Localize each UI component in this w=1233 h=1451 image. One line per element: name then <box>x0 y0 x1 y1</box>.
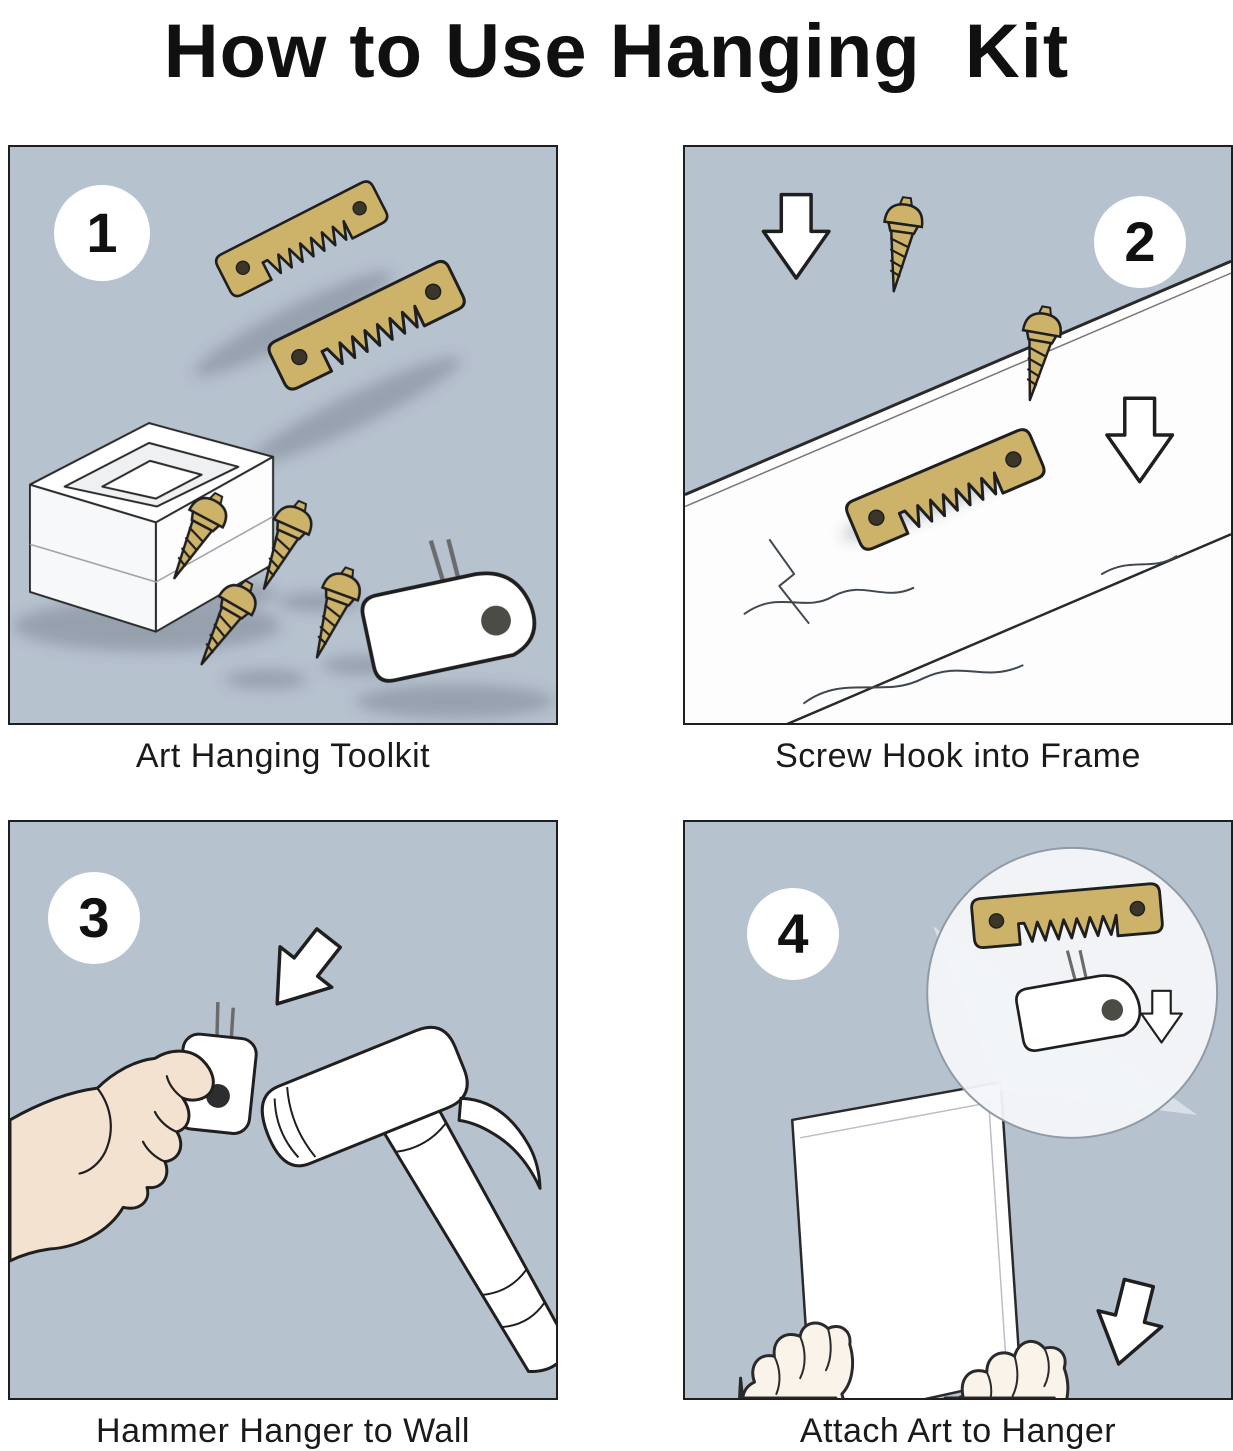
step-panel-2: 2 Screw Hook into Frame <box>683 145 1233 776</box>
left-hand-illustration <box>738 1321 855 1398</box>
storage-box-icon <box>28 422 275 633</box>
step-1-badge: 1 <box>54 185 150 281</box>
step-1-illustration: 1 <box>8 145 558 725</box>
step-number: 2 <box>1124 210 1156 273</box>
hammer-icon <box>260 1025 556 1373</box>
page-title: How to Use Hanging Kit <box>163 9 1070 94</box>
step-panel-3: 3 Hammer Hanger to Wall <box>8 820 558 1451</box>
step-3-caption: Hammer Hanger to Wall <box>96 1412 470 1450</box>
step-1-caption: Art Hanging Toolkit <box>135 737 431 775</box>
step-3-illustration: 3 <box>8 820 558 1400</box>
step-panel-4: 4 Attach Art to Hanger <box>683 820 1233 1451</box>
magnifier-detail <box>926 846 1219 1139</box>
step-2-badge: 2 <box>1094 196 1186 288</box>
step-2-caption: Screw Hook into Frame <box>775 737 1141 775</box>
step-4-illustration: 4 <box>683 820 1233 1400</box>
right-hand-illustration <box>943 1339 1070 1398</box>
step-number: 1 <box>86 201 118 264</box>
step-number: 3 <box>78 886 110 949</box>
step-number: 4 <box>777 902 809 965</box>
step-2-illustration: 2 <box>683 145 1233 725</box>
step-panel-1: 1 Art Hanging Toolkit <box>8 145 558 776</box>
step-4-caption: Attach Art to Hanger <box>799 1412 1117 1450</box>
step-3-badge: 3 <box>48 872 140 964</box>
toolkit-illustration <box>10 147 556 723</box>
hand-illustration <box>10 1049 215 1263</box>
step-4-badge: 4 <box>747 888 839 980</box>
attach-art-illustration <box>685 822 1231 1398</box>
